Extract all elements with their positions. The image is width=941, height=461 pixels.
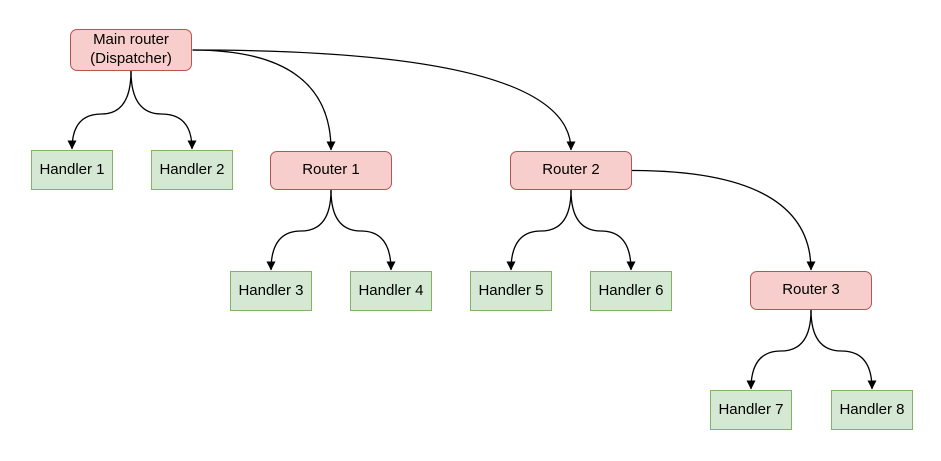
node-label: Handler 7 bbox=[718, 400, 784, 418]
node-router-3: Router 3 bbox=[750, 271, 872, 310]
node-handler-3: Handler 3 bbox=[230, 271, 312, 311]
node-label: Handler 8 bbox=[839, 400, 905, 418]
node-label: Router 3 bbox=[782, 281, 840, 299]
edge-main-router-to-router-1 bbox=[192, 49, 336, 151]
node-handler-4: Handler 4 bbox=[350, 271, 432, 311]
node-label: Main router (Dispatcher) bbox=[90, 31, 172, 67]
node-handler-2: Handler 2 bbox=[151, 150, 233, 190]
edge-router-3-to-handler-8 bbox=[810, 309, 877, 390]
node-router-1: Router 1 bbox=[270, 151, 392, 190]
node-handler-6: Handler 6 bbox=[590, 271, 672, 311]
node-label: Handler 5 bbox=[478, 281, 544, 299]
edge-main-router-to-handler-2 bbox=[130, 70, 197, 150]
node-handler-1: Handler 1 bbox=[31, 150, 113, 190]
node-label: Router 2 bbox=[542, 161, 600, 179]
node-handler-7: Handler 7 bbox=[710, 390, 792, 430]
edge-router-1-to-handler-4 bbox=[330, 189, 396, 271]
node-label: Handler 4 bbox=[358, 281, 424, 299]
edge-router-2-to-handler-6 bbox=[570, 189, 636, 271]
node-label: Handler 2 bbox=[159, 160, 225, 178]
node-label: Router 1 bbox=[302, 161, 360, 179]
edge-main-router-to-handler-1 bbox=[67, 70, 132, 150]
node-label: Handler 6 bbox=[598, 281, 664, 299]
edge-router-3-to-handler-7 bbox=[746, 309, 812, 390]
node-handler-8: Handler 8 bbox=[831, 390, 913, 430]
edge-router-2-to-router-3 bbox=[631, 169, 816, 271]
node-label: Handler 1 bbox=[39, 160, 105, 178]
node-label: Handler 3 bbox=[238, 281, 304, 299]
edge-router-1-to-handler-3 bbox=[266, 189, 332, 271]
node-router-2: Router 2 bbox=[510, 151, 632, 190]
edge-main-router-to-router-2 bbox=[192, 49, 576, 151]
node-main-router: Main router (Dispatcher) bbox=[70, 29, 192, 71]
edge-router-2-to-handler-5 bbox=[506, 189, 572, 271]
node-handler-5: Handler 5 bbox=[470, 271, 552, 311]
